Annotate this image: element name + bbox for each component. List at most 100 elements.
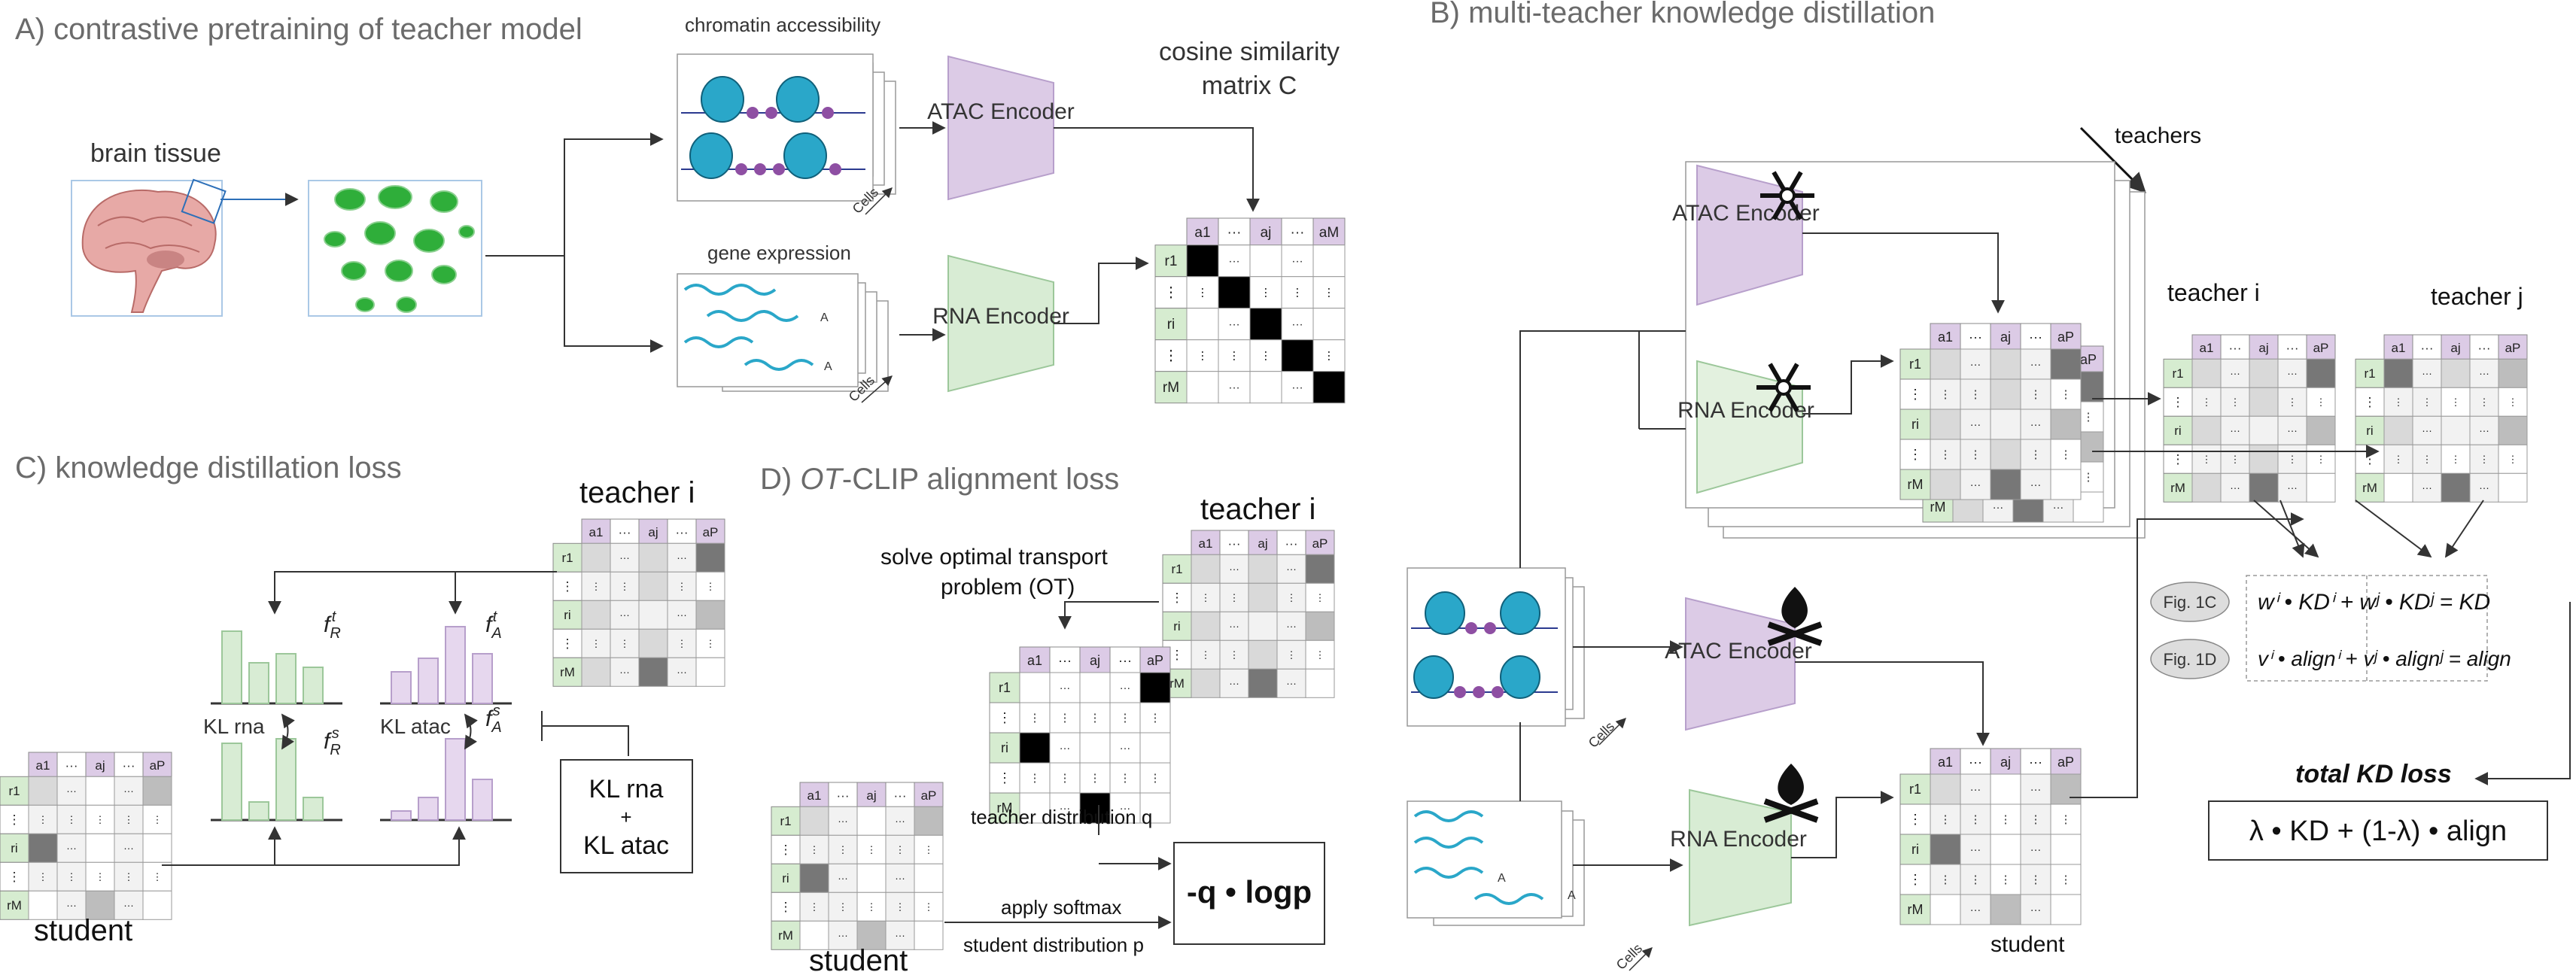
matrix-cell — [2441, 472, 2471, 503]
cosine-label-line2: matrix C — [1202, 71, 1297, 100]
matrix-col-label: aj — [1261, 225, 1272, 241]
student-label-c: student — [34, 914, 132, 947]
matrix-cell — [1109, 702, 1141, 734]
matrix-row-header — [989, 762, 1020, 794]
matrix-col-label: ··· — [619, 525, 631, 539]
chromatin-stack: Cells — [677, 53, 896, 217]
matrix-cell — [2020, 409, 2051, 440]
matrix-row-label: rM — [778, 928, 793, 943]
matrix-row-label: ⋮ — [561, 636, 574, 651]
matrix-cell — [1305, 639, 1335, 670]
matrix-ellipsis: ··· — [2479, 482, 2489, 494]
matrix-cell — [1990, 773, 2021, 805]
matrix-col-label: aj — [866, 788, 876, 803]
matrix-cell — [2020, 439, 2051, 470]
matrix-cell — [2020, 894, 2051, 925]
matrix-col-header — [828, 782, 858, 807]
matrix-ellipsis: ··· — [2422, 368, 2432, 379]
matrix-ellipsis: ⋮ — [1200, 649, 1211, 661]
matrix-row-label: ri — [1911, 417, 1919, 432]
matrix-col-header — [1960, 748, 1991, 775]
matrix-col-label: ··· — [1291, 225, 1305, 241]
matrix-cell — [1218, 371, 1251, 404]
matrix-row-header — [2163, 444, 2193, 474]
nucleosome-icon — [681, 76, 865, 179]
fig1c-label: Fig. 1C — [2164, 593, 2217, 612]
matrix-col-header — [885, 782, 915, 807]
matrix-cell — [799, 920, 829, 950]
matrix-ellipsis: ⋮ — [1200, 592, 1211, 603]
matrix-ellipsis: ⋮ — [1120, 712, 1130, 724]
matrix-cell — [581, 600, 611, 630]
matrix-cell — [2498, 415, 2528, 445]
matrix-cell — [2020, 348, 2051, 380]
snowflake-icon — [1756, 363, 1811, 412]
matrix-cell — [1139, 732, 1171, 764]
fig1d-badge[interactable] — [2150, 639, 2230, 679]
gene-expression-label: gene expression — [707, 241, 851, 264]
atac-encoder — [947, 55, 1054, 201]
matrix-ellipsis: ⋮ — [1940, 389, 1951, 401]
matrix-cell — [1960, 439, 1991, 470]
matrix-ellipsis: ⋮ — [809, 844, 820, 855]
matrix-row-header — [989, 672, 1020, 703]
matrix-cell — [56, 890, 87, 920]
matrix-ellipsis: ⋮ — [123, 814, 134, 825]
matrix-col-header — [2498, 334, 2528, 360]
matrix-cell — [610, 542, 640, 573]
matrix-row-header — [0, 804, 29, 834]
student-distribution-label: student distribution p — [963, 934, 1144, 956]
matrix-cell — [667, 542, 697, 573]
matrix-ellipsis: ··· — [1286, 621, 1297, 632]
kl-atac-label: KL atac — [380, 715, 451, 738]
matrix-ellipsis: ⋮ — [1260, 287, 1271, 299]
matrix-ellipsis: ··· — [1970, 784, 1981, 796]
matrix-row-header — [2163, 358, 2193, 388]
teacher-i-label-b: teacher i — [2167, 279, 2260, 306]
matrix-ellipsis: ··· — [1228, 381, 1239, 394]
matrix-ellipsis: ··· — [2030, 359, 2041, 371]
matrix-ellipsis: ··· — [2030, 844, 2041, 856]
matrix-row-header — [771, 891, 801, 922]
matrix-cell — [2050, 894, 2082, 925]
matrix-ellipsis: ··· — [2287, 425, 2298, 436]
fig1c-badge[interactable] — [2150, 582, 2230, 622]
matrix-cell — [1990, 469, 2021, 500]
matrix-row-label: rM — [1169, 676, 1185, 691]
matrix-row-label: ⋮ — [8, 812, 21, 827]
matrix-cell — [1276, 582, 1306, 612]
matrix-cell — [2050, 864, 2082, 895]
matrix-cell — [856, 891, 887, 922]
matrix-ellipsis: ⋮ — [2230, 454, 2240, 465]
matrix-cell — [2469, 387, 2499, 417]
matrix-row-header — [1899, 469, 1931, 500]
chart-bar — [418, 797, 439, 821]
matrix-row-header — [1162, 582, 1192, 612]
matrix-cell — [1191, 554, 1221, 584]
matrix-cell — [56, 776, 87, 806]
matrix-cell — [1139, 672, 1171, 703]
matrix-cell — [2020, 378, 2051, 410]
matrix-col-label: aP — [2057, 755, 2074, 770]
matrix-col-header — [1139, 646, 1171, 673]
matrix-cell — [2050, 439, 2082, 470]
matrix-ellipsis: ⋮ — [1090, 712, 1100, 724]
matrix-ellipsis: ⋮ — [2060, 449, 2071, 461]
matrix-row-header — [2163, 387, 2193, 417]
matrix-col-header — [1990, 748, 2021, 775]
matrix-ellipsis: ⋮ — [1029, 773, 1040, 785]
matrix-row-label: ⋮ — [1171, 648, 1184, 662]
matrix-cell — [1139, 792, 1171, 824]
student-matrix-b: a1···aj···aPr1······⋮⋮⋮⋮⋮⋮ri······⋮⋮⋮⋮⋮⋮… — [1899, 748, 2082, 925]
matrix-cell — [2050, 409, 2082, 440]
brain-icon — [71, 178, 227, 317]
kl-arrow — [281, 713, 295, 750]
matrix-ellipsis: ⋮ — [895, 901, 905, 913]
matrix-ellipsis: ⋮ — [38, 814, 48, 825]
matrix-row-header — [2355, 415, 2385, 445]
matrix-cell — [1930, 834, 1961, 865]
matrix-ellipsis: ··· — [2422, 425, 2432, 436]
student-atac-encoder-label: ATAC Encoder — [1665, 639, 1812, 664]
matrix-ellipsis: ⋮ — [2508, 396, 2518, 408]
